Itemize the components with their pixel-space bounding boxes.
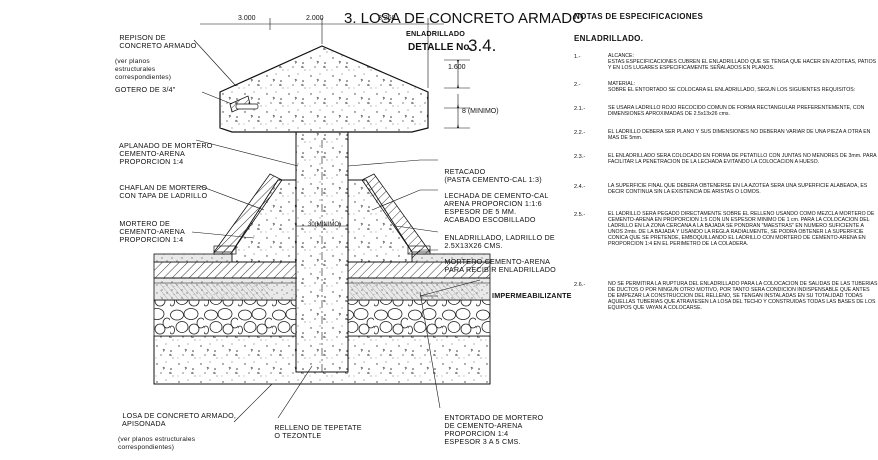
note-text: EL LADRILLO DEBERA SER PLANO Y SUS DIMEN… <box>608 129 871 141</box>
label-mortero-left: MORTERO DE CEMENTO-ARENA PROPORCION 1:4 <box>119 219 185 244</box>
label-chaflan: CHAFLAN DE MORTERO CON TAPA DE LADRILLO <box>119 183 208 200</box>
label-retacado: RETACADO (PASTA CEMENTO-CAL 1:3) <box>444 167 542 184</box>
drawing-subtitle: ENLADRILLADO <box>406 29 466 38</box>
notes-subtitle: ENLADRILLADO. <box>574 34 644 43</box>
label-gotero: GOTERO DE 3/4" <box>115 85 176 94</box>
note-number: 2.1.- <box>574 106 586 112</box>
label-impermeabilizante: IMPERMEABILIZANTE <box>492 291 572 300</box>
construction-detail-drawing <box>153 18 491 423</box>
dim-3260: 3.260 <box>378 15 396 22</box>
note-number: 2.- <box>574 82 581 88</box>
note-text: LA SUPERFICIE FINAL QUE DEBERA OBTENERSE… <box>608 183 868 195</box>
note-text: SE USARA LADRILLO ROJO RECOCIDO COMUN DE… <box>608 105 865 117</box>
label-losa: LOSA DE CONCRETO ARMADO, APISONADA (ver … <box>118 411 237 452</box>
dim-3000: 3.000 <box>238 15 256 22</box>
note-number: 2.4.- <box>574 184 586 190</box>
dim-1600: 1.600 <box>448 64 466 71</box>
note-number: 2.3.- <box>574 154 586 160</box>
note-text: NO SE PERMITIRA LA RUPTURA DEL ENLADRILL… <box>608 281 878 311</box>
label-lechada: LECHADA DE CEMENTO-CAL ARENA PROPORCION … <box>444 191 549 224</box>
notes-title: NOTAS DE ESPECIFICACIONES <box>574 12 704 21</box>
dim-2000: 2.000 <box>306 15 324 22</box>
detail-number: 3.4. <box>468 36 497 55</box>
label-aplanado: APLANADO DE MORTERO CEMENTO-ARENA PROPOR… <box>119 141 213 166</box>
note-number: 2.2.- <box>574 130 586 136</box>
note-text: MATERIAL: SOBRE EL ENTORTADO SE COLOCARA… <box>608 81 856 93</box>
dim-8-minimo: 8 (MINIMO) <box>462 108 499 115</box>
note-text: EL LADRILLO SERA PEGADO DIRECTAMENTE SOB… <box>608 211 875 247</box>
note-text: ALCANCE: ESTAS ESPECIFICACIONES CUBREN E… <box>608 53 877 71</box>
note-number: 2.6.- <box>574 282 586 288</box>
label-entortado: ENTORTADO DE MORTERO DE CEMENTO-ARENA PR… <box>444 413 544 446</box>
drawing-title: 3. LOSA DE CONCRETO ARMADO <box>344 10 584 27</box>
repison-cap <box>219 45 429 133</box>
note-text: EL ENLADRILLADO SERA COLOCADO EN FORMA D… <box>608 153 877 165</box>
detail-prefix: DETALLE No. <box>408 42 473 53</box>
note-number: 1.- <box>574 54 581 60</box>
label-enladrillado: ENLADRILLADO, LADRILLO DE 2.5x13x26 cms. <box>444 233 555 250</box>
dim-30-minimo: 30(MINIMO) <box>308 222 341 228</box>
note-number: 2.5.- <box>574 212 586 218</box>
label-mortero-right: MORTERO CEMENTO-ARENA PARA RECIBIR ENLAD… <box>444 257 556 274</box>
gotero-bar <box>235 103 259 110</box>
label-relleno: RELLENO DE TEPETATE O TEZONTLE <box>274 423 362 440</box>
